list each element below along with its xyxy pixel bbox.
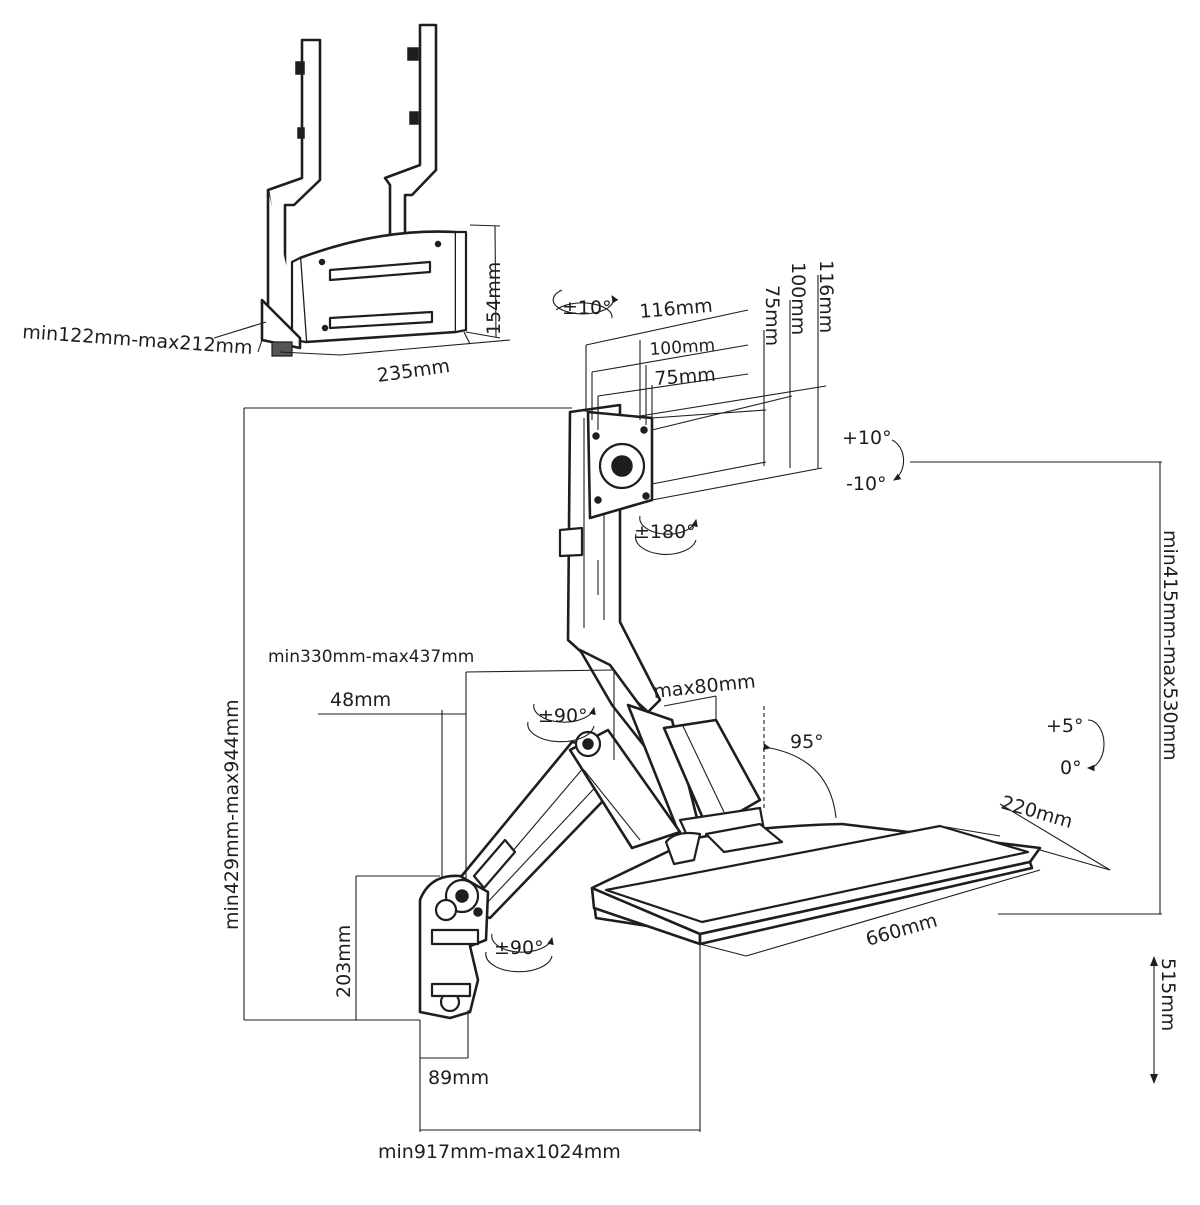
- plus10-label: +10°: [842, 427, 892, 449]
- monitor-height-label: min415mm-max530mm: [1159, 530, 1181, 761]
- swivel-90-bottom-badge: [485, 933, 554, 973]
- wall-plate-dimension-lines: [355, 875, 701, 1132]
- zero-label: 0°: [1060, 757, 1082, 779]
- keyboard-travel-label: 515mm: [1157, 958, 1179, 1031]
- vesa-75-vertical-label: 75mm: [761, 285, 783, 346]
- swivel-90-bottom-label: ±90°: [494, 937, 544, 959]
- keyboard-tilt-arrows: [1086, 719, 1105, 772]
- cpu-height-label: 154mm: [483, 262, 505, 335]
- total-height-label: min429mm-max944mm: [221, 699, 243, 930]
- vesa-75-label: 75mm: [654, 364, 717, 390]
- vesa-100-label: 100mm: [649, 335, 716, 360]
- angle-95-label: 95°: [790, 731, 824, 753]
- keyboard-dimension-lines: [699, 803, 1111, 957]
- rotate-180-label: ±180°: [634, 521, 696, 543]
- swivel-90-top-label: ±90°: [538, 705, 588, 727]
- vesa-100-vertical-label: 100mm: [787, 262, 809, 335]
- vesa-116-label: 116mm: [639, 295, 714, 323]
- tilt-side-arrows: [891, 439, 1162, 481]
- monitor-height-line: [998, 462, 1162, 915]
- wall-plate-height-label: 203mm: [333, 925, 355, 998]
- rotate-180-badge: [635, 515, 698, 555]
- keyboard-travel-line: [1150, 956, 1158, 1084]
- plate-width-label: 89mm: [428, 1067, 489, 1089]
- arm-reach-label: min330mm-max437mm: [268, 647, 474, 667]
- total-reach-label: min917mm-max1024mm: [378, 1141, 621, 1163]
- angle-95-arc: [762, 706, 837, 819]
- vesa-plate: [586, 410, 654, 520]
- wall-plate: [418, 874, 490, 1020]
- vesa-dimension-lines: [585, 275, 827, 501]
- keyboard-tray: [590, 822, 1042, 946]
- total-height-line: [243, 407, 572, 1021]
- arm-reach-lines: [318, 669, 717, 880]
- cpu-dimension-lines: [213, 224, 511, 356]
- cpu-depth-label: 235mm: [376, 355, 452, 387]
- arm-drawing: [458, 648, 766, 920]
- minus10-label: -10°: [846, 473, 887, 495]
- plus5-label: +5°: [1046, 715, 1084, 737]
- cpu-holder-drawing: [260, 23, 468, 357]
- keyboard-depth-label: 220mm: [999, 792, 1076, 833]
- offset-48-label: 48mm: [330, 689, 391, 711]
- vesa-116-vertical-label: 116mm: [815, 260, 837, 333]
- tilt-top-label: ±10°: [562, 297, 612, 319]
- keyboard-width-label: 660mm: [863, 909, 940, 950]
- cpu-width-range-label: min122mm-max212mm: [22, 321, 254, 359]
- swivel-90-top-badge: [527, 703, 596, 743]
- tilt-top-badge: [552, 289, 619, 319]
